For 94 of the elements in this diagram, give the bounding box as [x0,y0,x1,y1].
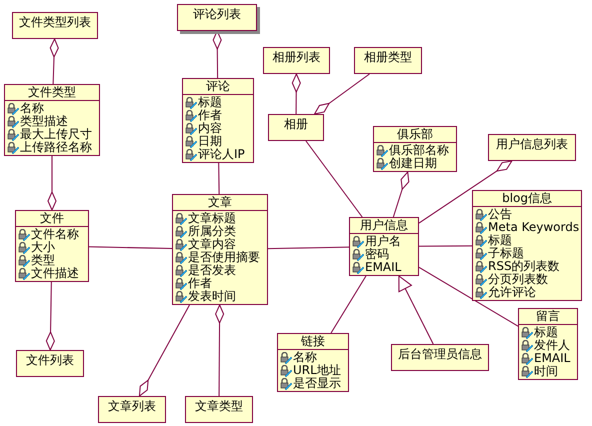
attribute-text: Meta Keywords [488,221,580,234]
class-name: 相册类型 [363,49,413,65]
attribute-text: 作者 [188,277,212,290]
attribute-text: 是否使用摘要 [188,251,260,264]
class-name: 相册列表 [272,49,322,65]
class-name-box [354,47,422,74]
attribute-text: 是否显示 [293,377,341,390]
class-box [472,190,582,301]
attribute-text: 文件描述 [31,267,79,280]
association-line [330,276,366,334]
attribute-text: 上传路径名称 [20,141,92,154]
attribute-text: 作者 [198,109,222,122]
association-line [268,246,350,250]
aggregation-line [418,160,512,224]
attribute-text: 文章内容 [188,238,236,251]
class-box [373,126,457,172]
class-name: 文件列表 [25,352,75,368]
class-box [277,333,349,392]
class-name: 相册 [283,116,309,132]
attribute-text: 大小 [31,241,55,254]
class-name-box [98,396,166,423]
class-name: blog信息 [473,191,582,207]
class-box [172,194,268,305]
aggregation-line [46,282,55,350]
attribute-text: RSS的列表数 [488,260,560,273]
attribute-text: 发表时间 [188,290,236,303]
attribute-text: 用户名 [365,235,401,248]
class-name: 留言 [519,309,577,325]
aggregation-line [138,304,190,396]
attribute-text: EMAIL [365,261,402,274]
aggregation-line [48,156,56,210]
class-name-box [12,12,98,39]
aggregation-line [292,74,301,114]
class-name-box [16,350,84,377]
attribute-text: EMAIL [534,352,570,365]
attribute-text: 日期 [198,135,222,148]
attribute-text: 标题 [198,96,222,109]
attribute-text: 密码 [365,248,389,261]
attribute-text: 标题 [534,326,558,339]
attribute-text: URL地址 [293,364,341,377]
class-name: 俱乐部 [374,127,456,143]
attribute-text: 文件名称 [31,228,79,241]
attribute-text: 类型 [31,254,55,267]
class-box [518,308,578,380]
attribute-text: 允许评论 [488,286,536,299]
attribute-text: 发件人 [534,339,570,352]
class-box [15,210,89,282]
class-name: 文件类型 [5,85,99,101]
class-name: 文章列表 [107,398,157,414]
attribute-text: 公告 [488,208,512,221]
class-name: 链接 [278,334,348,350]
attribute-text: 是否发表 [188,264,236,277]
attribute-text: 俱乐部名称 [389,144,449,157]
attribute-text: 标题 [488,234,512,247]
aggregation-line [314,74,370,114]
attribute-text: 评论人IP [198,148,245,161]
association-line [418,245,472,247]
attribute-text: 时间 [534,365,558,378]
aggregation-line [215,304,224,396]
class-name-box [268,114,324,141]
class-name: 评论 [183,79,253,95]
class-box [4,84,100,156]
class-name: 用户信息 [350,218,418,234]
class-name-box [488,134,576,161]
association-line [88,246,172,249]
class-name: 文章 [173,195,267,211]
attribute-text: 创建日期 [389,157,437,170]
class-name: 文章类型 [194,398,244,414]
association-line [418,266,518,327]
association-line [305,140,363,218]
aggregation-line [50,38,59,84]
class-box [182,78,254,163]
class-name: 用户信息列表 [495,136,569,152]
class-name: 文件类型列表 [18,14,92,30]
attribute-text: 子标题 [488,247,524,260]
class-name: 评论列表 [192,6,242,22]
class-name-box [263,47,330,74]
class-name-box [185,396,253,423]
generalization-arrow [398,276,434,344]
class-box [349,217,419,276]
aggregation-line [392,172,410,218]
attribute-text: 名称 [20,102,44,115]
class-name: 后台管理员信息 [397,346,483,362]
attribute-text: 内容 [198,122,222,135]
class-name-box [177,4,257,31]
attribute-text: 文章标题 [188,212,236,225]
attribute-text: 所属分类 [188,225,236,238]
attribute-text: 名称 [293,351,317,364]
attribute-text: 最大上传尺寸 [20,128,92,141]
class-name: 文件 [16,211,88,227]
attribute-text: 类型描述 [20,115,68,128]
attribute-text: 分页列表数 [488,273,548,286]
association-line [218,162,220,194]
class-name-box [391,344,489,371]
